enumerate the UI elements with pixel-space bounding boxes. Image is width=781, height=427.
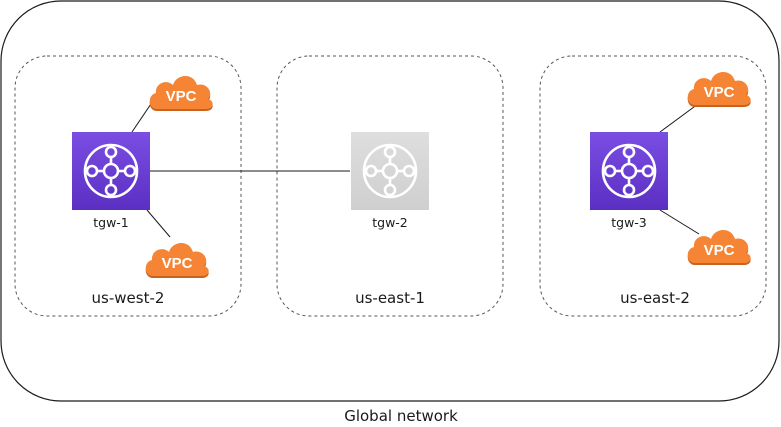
region-label-us-west-2: us-west-2 (92, 289, 165, 307)
connection-tgw-1-vpc-w2[interactable] (146, 209, 171, 238)
region-label-us-east-2: us-east-2 (620, 289, 690, 307)
transit-gateway-tgw-1[interactable]: tgw-1 (72, 132, 150, 230)
connection-tgw-3-vpc-e1[interactable] (659, 103, 699, 133)
tgw-label: tgw-3 (611, 215, 647, 230)
vpc-label: VPC (162, 255, 193, 272)
vpc-e1[interactable]: VPC (687, 71, 751, 107)
global-network-label: Global network (344, 407, 458, 425)
transit-gateway-tgw-3[interactable]: tgw-3 (590, 132, 668, 230)
transit-gateway-icon (72, 132, 150, 210)
vpc-e2[interactable]: VPC (687, 229, 751, 265)
region-box-us-east-2[interactable] (539, 55, 767, 317)
vpc-label: VPC (166, 88, 197, 105)
vpc-w2[interactable]: VPC (145, 242, 209, 278)
tgw-label: tgw-2 (372, 215, 408, 230)
transit-gateway-icon (590, 132, 668, 210)
transit-gateway-tgw-2[interactable]: tgw-2 (351, 132, 429, 230)
vpc-label: VPC (704, 84, 735, 101)
region-label-us-east-1: us-east-1 (355, 289, 425, 307)
region-box-us-west-2[interactable] (14, 55, 242, 317)
tgw-label: tgw-1 (93, 215, 129, 230)
vpc-label: VPC (704, 242, 735, 259)
vpc-w1[interactable]: VPC (149, 75, 213, 111)
region-box-us-east-1[interactable] (276, 55, 504, 317)
transit-gateway-icon (351, 132, 429, 210)
connection-tgw-3-vpc-e2[interactable] (659, 209, 700, 235)
